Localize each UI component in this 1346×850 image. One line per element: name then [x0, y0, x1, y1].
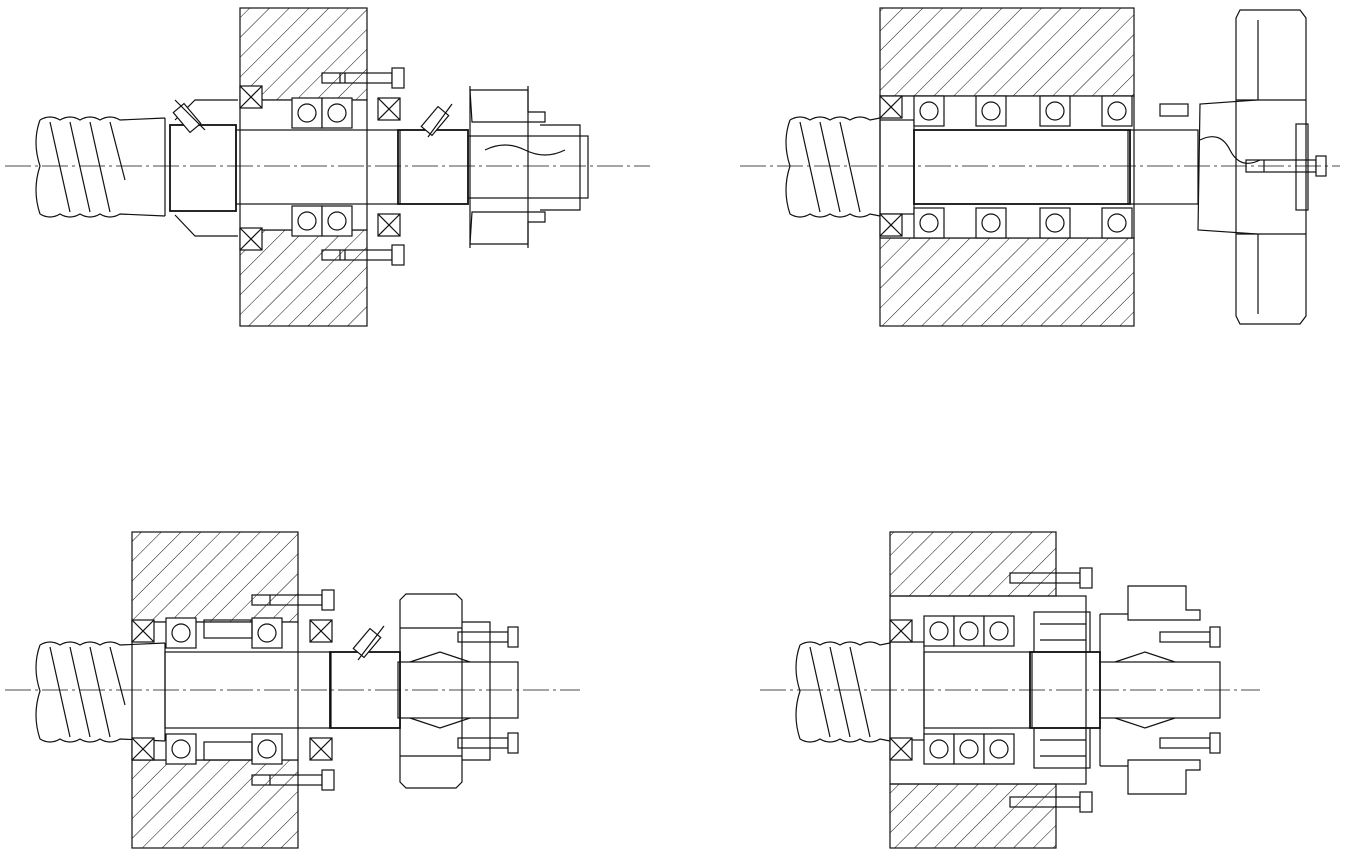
shaft-journal	[913, 129, 1131, 205]
pulley-bolt-upper	[1159, 626, 1221, 648]
expansion-sleeve-upper	[1033, 611, 1091, 653]
ball-screw	[35, 116, 166, 218]
housing-wall-upper	[239, 7, 368, 101]
shaft-step	[397, 129, 469, 205]
bolt-lower	[321, 244, 405, 266]
shaft-journal	[235, 129, 401, 205]
housing-wall-upper	[879, 7, 1135, 97]
bolt-lower	[1009, 791, 1093, 813]
assembly-bottom-left	[5, 531, 580, 849]
bolt-upper	[251, 589, 335, 611]
ball-screw	[785, 116, 881, 218]
assembly-top-left	[5, 7, 650, 327]
bolt-upper	[321, 67, 405, 89]
ball-screw	[795, 641, 891, 743]
pulley-bolt-lower	[1159, 732, 1221, 754]
housing-wall-lower	[879, 237, 1135, 327]
expansion-sleeve-lower	[1033, 727, 1091, 769]
housing-wall-upper	[889, 531, 1057, 597]
belt-pulley	[469, 86, 581, 248]
assembly-bottom-right	[760, 531, 1260, 849]
assembly-top-right	[740, 7, 1340, 327]
housing-wall-lower	[131, 759, 299, 849]
housing-wall-lower	[889, 783, 1057, 849]
gear-bolt-lower	[457, 732, 519, 754]
spur-gear	[399, 593, 491, 789]
locknut	[169, 124, 237, 212]
gear-bolt-upper	[457, 626, 519, 648]
bolt-upper	[1009, 567, 1093, 589]
shaft-step	[1127, 129, 1199, 205]
handwheel	[1197, 9, 1309, 325]
locknut	[889, 641, 925, 741]
bolt-lower	[251, 769, 335, 791]
housing-wall-upper	[131, 531, 299, 623]
